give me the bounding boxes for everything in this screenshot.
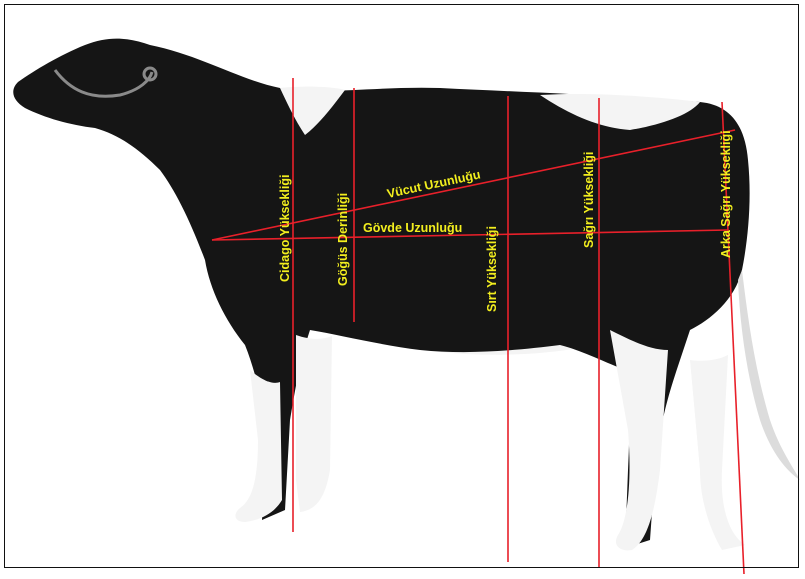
cow-front-leg-white: [235, 370, 282, 522]
cow-tail: [738, 270, 800, 480]
cow-hind-leg2-white: [690, 355, 745, 550]
cow-hind-leg-white: [610, 330, 668, 550]
cidago-label: Cidago Yüksekliği: [278, 175, 292, 282]
cow-illustration: [13, 39, 800, 551]
arka-sagri-label: Arka Sağrı Yüksekliği: [719, 130, 733, 258]
cow-front-leg2-white: [296, 335, 332, 512]
sagri-label: Sağrı Yüksekliği: [582, 152, 596, 248]
gogus-label: Göğüs Derinliği: [336, 193, 350, 286]
sirt-label: Sırt Yüksekliği: [485, 226, 499, 312]
govde-label: Gövde Uzunluğu: [363, 221, 462, 235]
